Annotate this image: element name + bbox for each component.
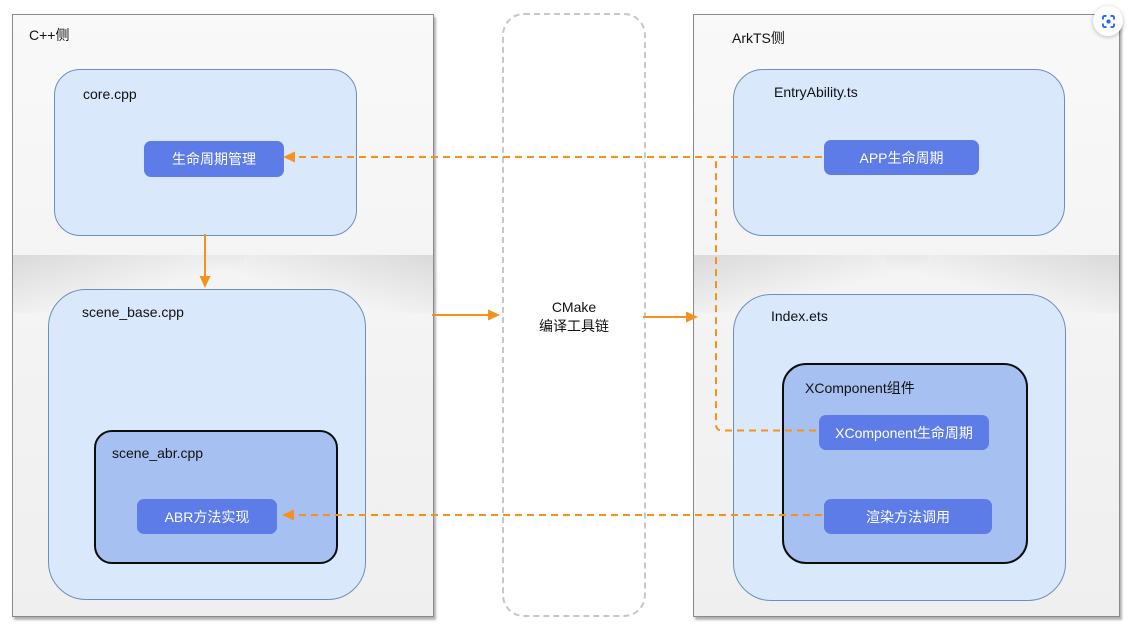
core-cpp-title: core.cpp [83, 86, 137, 102]
scene-base-cpp-box: scene_base.cpp scene_abr.cpp ABR方法实现 [48, 289, 366, 600]
abr-implementation-node: ABR方法实现 [137, 499, 277, 534]
cpp-side-container: C++侧 core.cpp 生命周期管理 scene_base.cpp scen… [12, 14, 434, 617]
arrowhead-right-cmake [488, 309, 500, 321]
entry-ability-box: EntryAbility.ts APP生命周期 [733, 69, 1065, 236]
cpp-side-title: C++侧 [29, 27, 70, 43]
expand-image-button[interactable] [1093, 6, 1123, 36]
core-cpp-box: core.cpp 生命周期管理 [54, 69, 357, 236]
index-ets-box: Index.ets XComponent组件 XComponent生命周期 渲染… [733, 294, 1066, 601]
cmake-label-line1: CMake [551, 299, 597, 315]
cmake-label-line2: 编译工具链 [539, 318, 609, 334]
arkts-side-container: ArkTS侧 EntryAbility.ts APP生命周期 Index.ets… [693, 14, 1120, 617]
arkts-side-title: ArkTS侧 [732, 30, 785, 46]
index-ets-title: Index.ets [771, 308, 828, 324]
lifecycle-management-node: 生命周期管理 [144, 141, 284, 177]
focus-expand-icon [1101, 14, 1115, 28]
xcomponent-box-title: XComponent组件 [805, 380, 915, 396]
xcomponent-box: XComponent组件 XComponent生命周期 渲染方法调用 [782, 363, 1028, 564]
scene-abr-cpp-box: scene_abr.cpp ABR方法实现 [94, 430, 338, 564]
cmake-toolchain-label: CMake 编译工具链 [504, 298, 644, 336]
cmake-toolchain-box: CMake 编译工具链 [502, 13, 646, 617]
scene-abr-cpp-title: scene_abr.cpp [112, 445, 204, 461]
xcomponent-lifecycle-node: XComponent生命周期 [819, 415, 989, 450]
scene-base-cpp-title: scene_base.cpp [82, 304, 184, 320]
entry-ability-title: EntryAbility.ts [774, 84, 858, 100]
render-method-node: 渲染方法调用 [824, 499, 992, 534]
app-lifecycle-node: APP生命周期 [824, 140, 979, 175]
